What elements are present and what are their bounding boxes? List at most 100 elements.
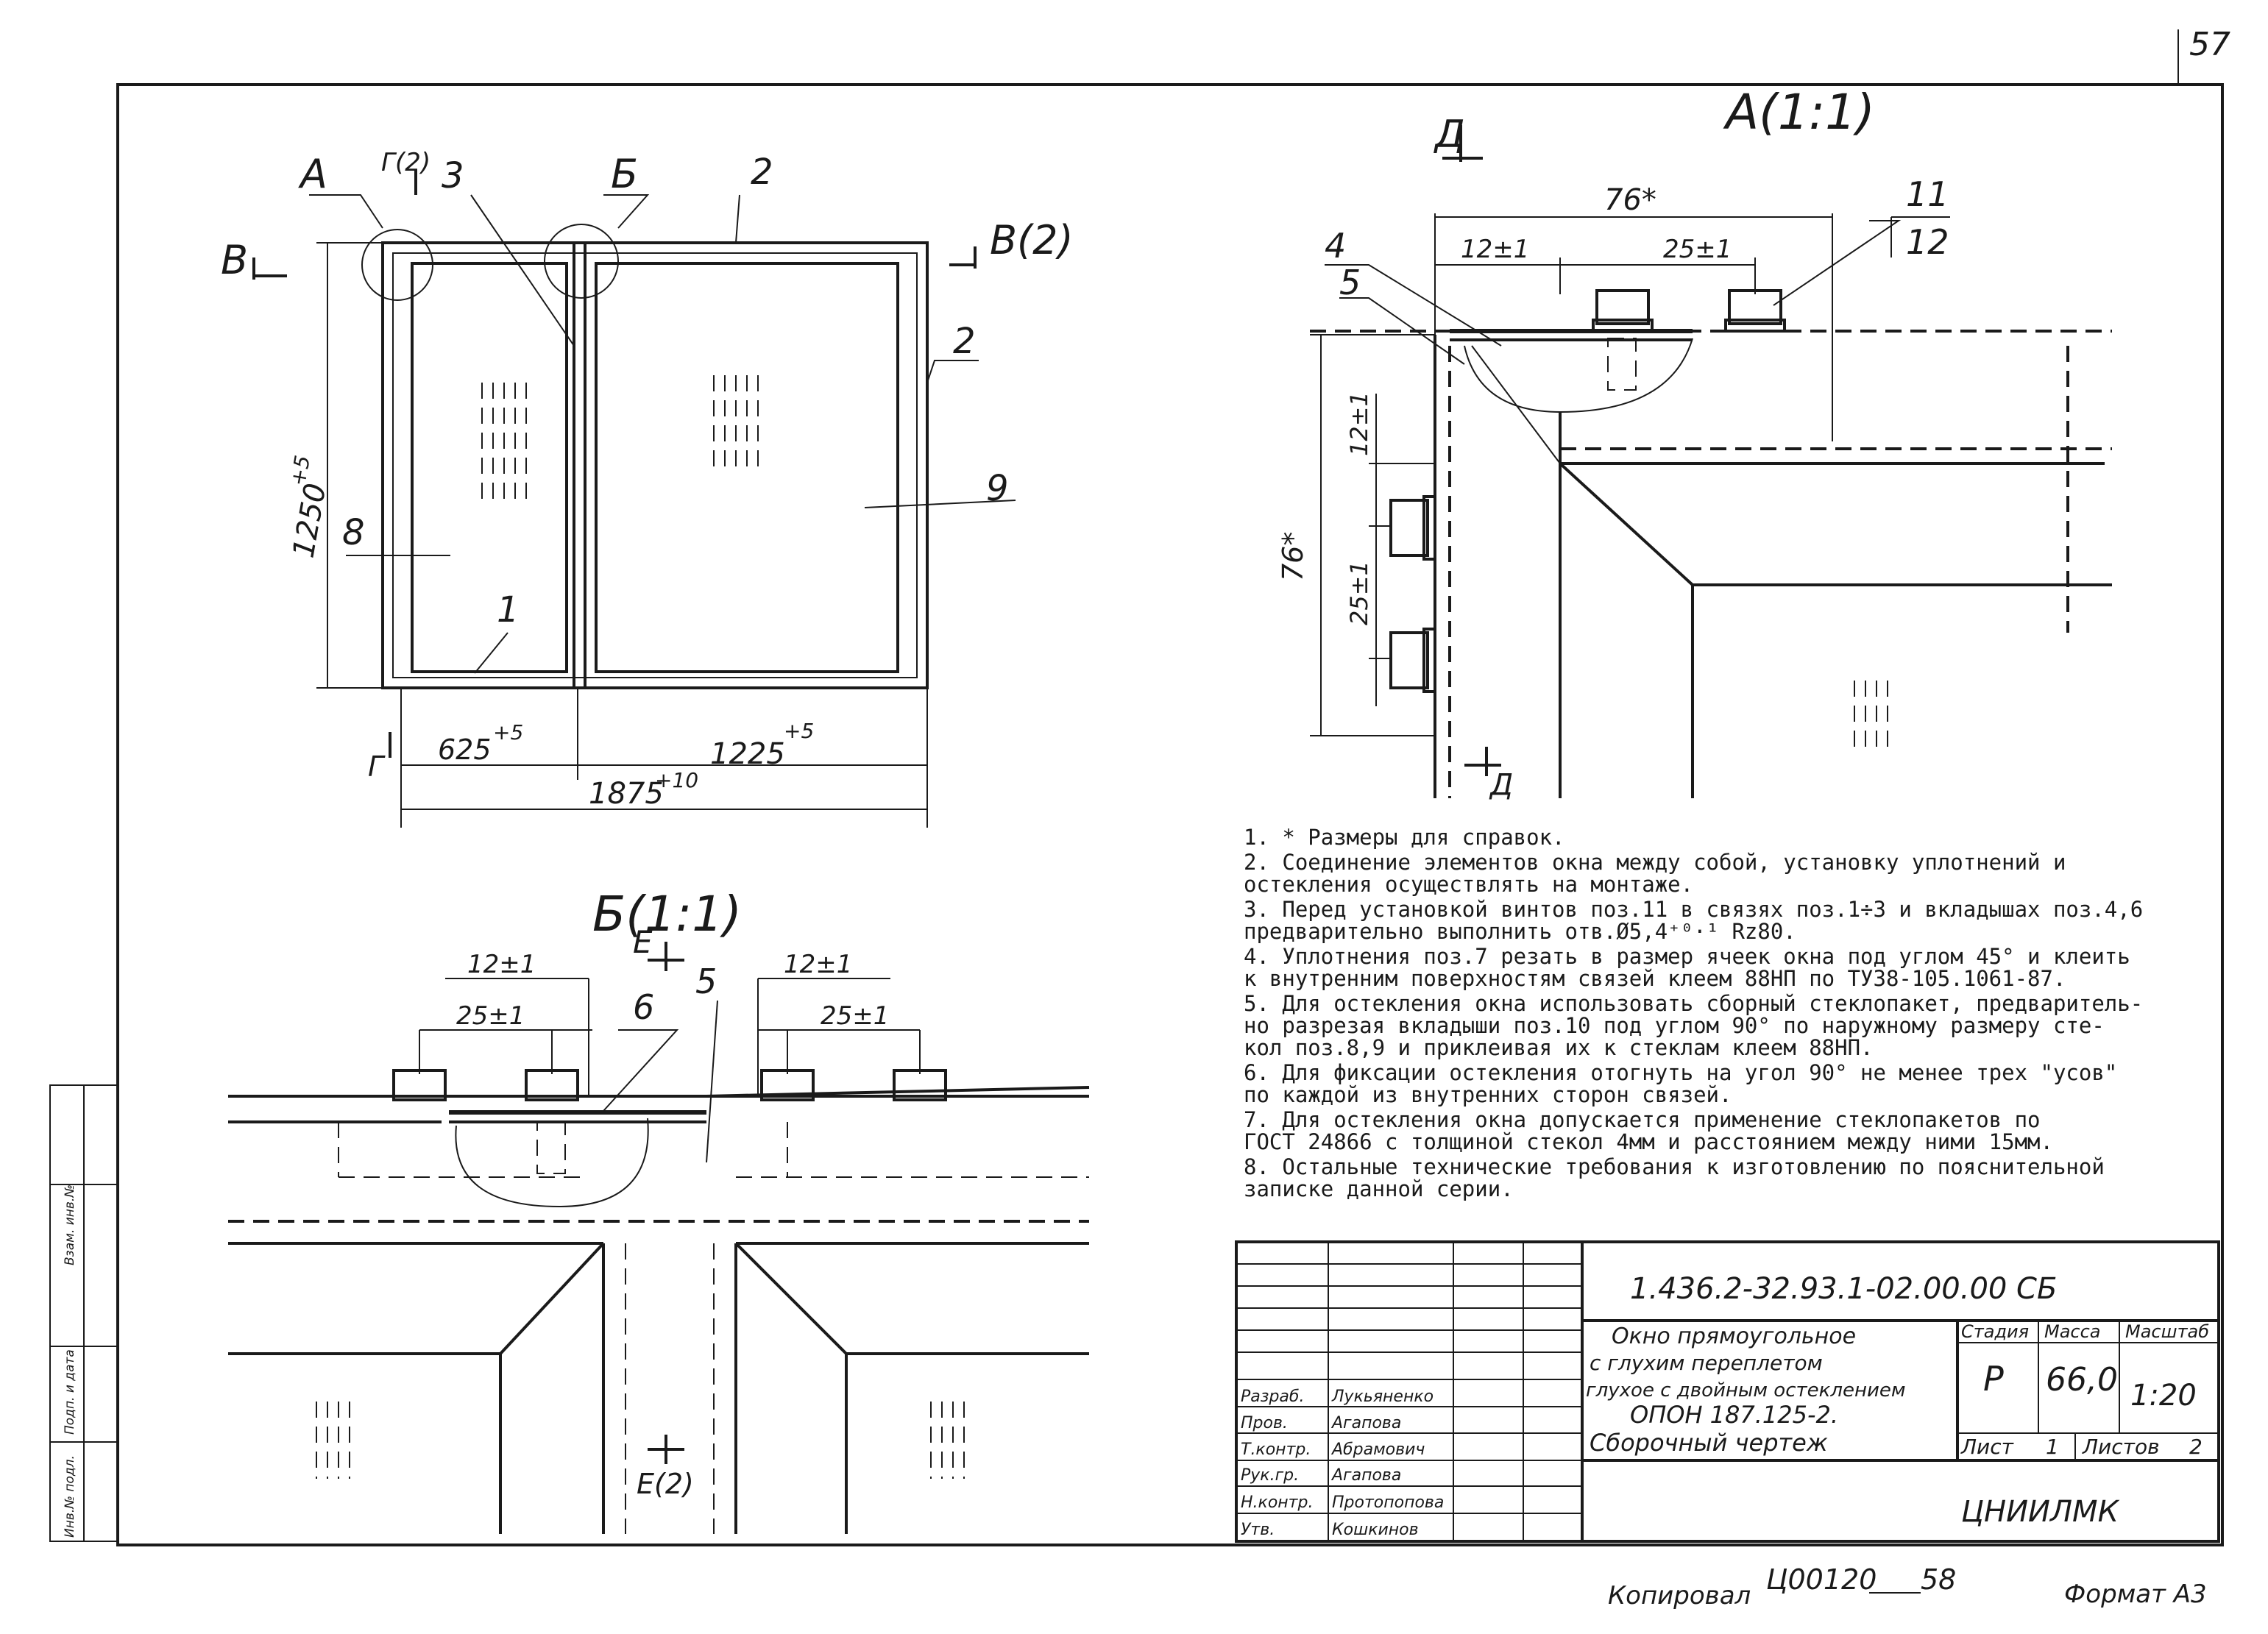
detail-b-dim-12-right: 12±1 (784, 950, 852, 979)
note-line-10: кол поз.8,9 и приклеивая их к стеклам кл… (1244, 1035, 1874, 1060)
plan-section-g-top: Г(2) (381, 148, 430, 177)
plan-pos-2-top: 2 (751, 152, 773, 193)
detail-a-dim-76-vert: 76* (1277, 532, 1309, 581)
detail-a-pos-11: 11 (1906, 174, 1949, 214)
title-block: 1.436.2-32.93.1-02.00.00 СБ Окно прямоуг… (1235, 1240, 2220, 1543)
tb-role-name-4: Агапова (1330, 1466, 1401, 1485)
tb-sheets-total: 2 (2189, 1435, 2203, 1459)
sheet-frame: 57 (116, 26, 2230, 1546)
tb-name-line-4: ОПОН 187.125-2. (1630, 1401, 1838, 1429)
detail-a-section-d-bottom: Д (1489, 768, 1513, 802)
tb-sheet-label: Лист (1960, 1435, 2014, 1459)
detail-b-dim-25-right: 25±1 (821, 1001, 889, 1031)
footer-copy-code: Ц00120 (1766, 1563, 1877, 1596)
detail-b-dim-12-left: 12±1 (467, 950, 536, 979)
plan-dim-left: 625 (438, 733, 492, 766)
tb-org: ЦНИИЛМК (1961, 1495, 2120, 1529)
note-line-5: предварительно выполнить отв.Ø5,4⁺⁰·¹ Rz… (1244, 919, 1796, 944)
footer-copied-by: Копировал (1608, 1581, 1751, 1610)
detail-a-dim-12: 12±1 (1461, 235, 1529, 264)
note-line-6: 4. Уплотнения поз.7 резать в размер ячее… (1244, 944, 2130, 969)
detail-a-section-d-top: Д (1434, 113, 1465, 157)
side-stamp: Инв.№ подл. Подп. и дата Взам. инв.№ (49, 1084, 118, 1542)
side-stamp-label-3: Взам. инв.№ (63, 1184, 77, 1265)
note-line-1: 1. * Размеры для справок. (1244, 825, 1565, 850)
tb-scale: 1:20 (2130, 1379, 2197, 1413)
plan-dim-left-tol: +5 (493, 720, 523, 745)
tb-role-1: Разраб. (1241, 1388, 1304, 1406)
detail-a-dim-25-vert: 25±1 (1345, 561, 1373, 625)
tb-role-5: Н.контр. (1241, 1493, 1313, 1512)
plan-dim-total: 1875 (589, 777, 664, 811)
detail-b-section-e-bottom: Е(2) (637, 1468, 694, 1500)
note-line-3: остекления осуществлять на монтаже. (1244, 872, 1693, 897)
detail-b-pos-6: 6 (633, 987, 654, 1027)
detail-a-dim-76: 76* (1604, 183, 1656, 217)
detail-a-pos-4: 4 (1325, 226, 1346, 266)
plan-dim-total-tol: +10 (655, 768, 698, 792)
tb-designation: 1.436.2-32.93.1-02.00.00 СБ (1630, 1272, 2057, 1306)
plan-pos-3: 3 (442, 155, 464, 196)
detail-b-pos-5: 5 (695, 962, 717, 1001)
plan-dim-right: 1225 (710, 737, 785, 771)
note-line-7: к внутренним поверхностям связей клеем 8… (1244, 966, 2066, 991)
sheet-footer: Копировал Ц00120 58 Формат А3 (1608, 1563, 2207, 1610)
plan-callout-a: А (298, 151, 327, 197)
tb-name-line-5: Сборочный чертеж (1590, 1429, 1828, 1457)
tb-sheets-label: Листов (2082, 1435, 2160, 1459)
note-line-15: 8. Остальные технические требования к из… (1244, 1154, 2105, 1179)
plan-pos-8: 8 (342, 512, 365, 553)
tb-name-line-1: Окно прямоугольное (1612, 1324, 1856, 1349)
glass-hatch-right (713, 375, 759, 471)
note-line-8: 5. Для остекления окна использовать сбор… (1244, 991, 2143, 1016)
note-line-2: 2. Соединение элементов окна между собой… (1244, 850, 2066, 875)
footer-copy-number: 58 (1921, 1563, 1956, 1596)
tb-name-line-2: с глухим переплетом (1590, 1351, 1823, 1375)
tb-mass: 66,0 (2046, 1361, 2118, 1399)
tb-role-name-2: Агапова (1330, 1414, 1401, 1432)
note-line-12: по каждой из внутренних сторон связей. (1244, 1082, 1732, 1107)
technical-notes: 1. * Размеры для справок. 2. Соединение … (1244, 825, 2143, 1201)
tb-scale-label: Масштаб (2125, 1321, 2209, 1342)
plan-pos-1: 1 (497, 589, 520, 630)
tb-name-line-3: глухое с двойным остеклением (1586, 1379, 1905, 1402)
tb-stage-label: Стадия (1961, 1321, 2029, 1342)
plan-callout-b: Б (611, 151, 638, 197)
tb-mass-label: Масса (2044, 1321, 2101, 1342)
plan-dim-right-tol: +5 (784, 719, 814, 743)
detail-a-pos-12: 12 (1906, 222, 1949, 262)
plan-dim-height-tol: +5 (286, 453, 315, 487)
note-line-4: 3. Перед установкой винтов поз.11 в связ… (1244, 897, 2143, 922)
detail-b: Б(1:1) (228, 886, 1090, 1534)
note-line-16: записке данной серии. (1244, 1176, 1514, 1201)
tb-roles: Разраб. Лукьяненко Пров. Агапова Т.контр… (1241, 1388, 1444, 1539)
detail-a-dim-12-vert: 12±1 (1345, 391, 1373, 456)
plan-view: А Б Г(2) Г В В(2) 3 2 2 9 8 1 1250 +5 62… (221, 148, 1074, 828)
note-line-14: ГОСТ 24866 с толщиной стекол 4мм и расст… (1244, 1129, 2053, 1154)
glass-hatch-left (481, 383, 527, 508)
tb-stage: Р (1983, 1359, 2004, 1399)
detail-a-pos-5: 5 (1339, 263, 1361, 302)
tb-role-4: Рук.гр. (1241, 1466, 1299, 1485)
plan-pos-2-right: 2 (953, 321, 976, 362)
plan-section-v-left: В (221, 237, 248, 283)
detail-a-dim-25: 25±1 (1663, 235, 1732, 264)
plan-pos-9: 9 (986, 468, 1009, 509)
note-line-9: но разрезая вкладыши поз.10 под углом 90… (1244, 1013, 2105, 1038)
tb-sheet-no: 1 (2046, 1435, 2059, 1459)
note-line-11: 6. Для фиксации остекления отогнуть на у… (1244, 1060, 2117, 1085)
tb-role-3: Т.контр. (1241, 1441, 1311, 1459)
plan-dim-height: 1250 (287, 480, 333, 560)
tb-role-name-5: Протопопова (1332, 1493, 1444, 1512)
detail-b-section-e-top: Е (633, 924, 653, 960)
detail-b-title: Б(1:1) (592, 886, 742, 942)
side-stamp-label-2: Подп. и дата (63, 1349, 77, 1435)
footer-format: Формат А3 (2064, 1580, 2207, 1609)
detail-b-dim-25-left: 25±1 (456, 1001, 525, 1031)
note-line-13: 7. Для остекления окна допускается приме… (1244, 1107, 2041, 1132)
detail-b-glass-hatch (316, 1402, 965, 1479)
plan-section-v-right: В(2) (990, 217, 1074, 263)
tb-role-2: Пров. (1241, 1414, 1288, 1432)
detail-a: А(1:1) (1277, 84, 2112, 802)
